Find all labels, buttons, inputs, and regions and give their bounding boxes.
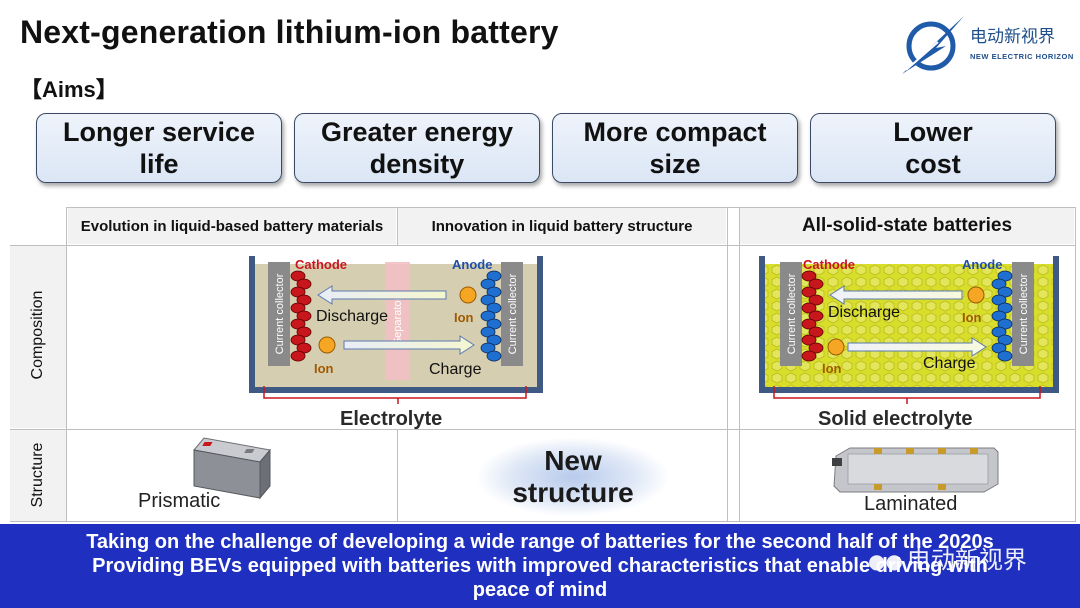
- page-title: Next-generation lithium-ion battery: [20, 14, 559, 50]
- ion-dot: [318, 336, 336, 354]
- logo-icon: [902, 16, 964, 74]
- anode-collector-label: Current collector: [507, 273, 519, 354]
- logo-text-cn: 电动新视界: [970, 27, 1055, 47]
- cathode-collector-label: Current collector: [786, 273, 798, 354]
- aims-heading: 【Aims】: [20, 77, 118, 102]
- aim-text: More compact: [583, 117, 767, 147]
- prismatic-cell-illustration: [193, 437, 271, 500]
- anode-collector-label: Current collector: [1018, 273, 1030, 354]
- grid-line: [397, 430, 398, 522]
- charge-arrow: [343, 335, 475, 355]
- anode-label: Anode: [452, 257, 492, 272]
- aim-text: life: [139, 149, 179, 179]
- electrolyte-label: Electrolyte: [340, 408, 443, 430]
- row-label-composition: Composition: [29, 290, 46, 380]
- cathode-label: Cathode: [295, 257, 347, 272]
- separator-label: Separator: [392, 297, 404, 346]
- banner-line: Providing BEVs equipped with batteries w…: [92, 555, 988, 577]
- grid-line: [739, 207, 740, 522]
- anode-label: Anode: [962, 257, 1002, 272]
- aim-text: Longer service: [62, 117, 256, 147]
- ion-label: Ion: [822, 361, 842, 376]
- wechat-icon: ●●: [868, 549, 903, 573]
- ion-label: Ion: [962, 310, 982, 325]
- logo: 电动新视界 NEW ELECTRIC HORIZON: [898, 12, 1078, 76]
- aim-text: Lower: [893, 117, 973, 147]
- discharge-label: Discharge: [828, 304, 900, 321]
- grid-line: [66, 207, 1076, 208]
- logo-text-en: NEW ELECTRIC HORIZON: [970, 52, 1074, 61]
- prismatic-label: Prismatic: [138, 490, 221, 512]
- aim-text: density: [369, 149, 465, 179]
- aim-text: Greater energy: [320, 117, 514, 147]
- cathode-particles: [290, 270, 312, 362]
- grid-line: [10, 429, 1076, 430]
- anode-current-collector: [1012, 262, 1034, 366]
- banner-line: Taking on the challenge of developing a …: [86, 531, 994, 553]
- ion-dot: [967, 286, 985, 304]
- liquid-battery-diagram: Separator Current collector Current coll…: [249, 256, 543, 404]
- ion-label: Ion: [314, 361, 334, 376]
- anode-particles: [991, 270, 1013, 362]
- cathode-collector-label: Current collector: [274, 273, 286, 354]
- row-label-structure: Structure: [29, 442, 46, 508]
- grid-line: [10, 245, 1076, 246]
- header-all-solid-state: All-solid-state batteries: [740, 208, 1074, 244]
- charge-label: Charge: [923, 355, 976, 372]
- cathode-label: Cathode: [803, 257, 855, 272]
- cathode-particles: [801, 270, 824, 362]
- charge-arrow: [847, 337, 987, 357]
- watermark-text: 电动新视界: [906, 546, 1027, 574]
- new-structure-text: New: [544, 445, 602, 476]
- banner-line: peace of mind: [472, 579, 608, 601]
- grid-line: [727, 207, 728, 522]
- discharge-arrow: [829, 285, 963, 305]
- header-liquid-structure: Innovation in liquid battery structure: [398, 208, 726, 244]
- solid-battery-diagram: Current collector Current collector Cath…: [759, 256, 1059, 404]
- discharge-label: Discharge: [316, 308, 388, 325]
- bottom-banner: Taking on the challenge of developing a …: [0, 524, 1080, 608]
- anode-particles: [480, 270, 502, 362]
- discharge-arrow: [317, 285, 447, 305]
- cathode-current-collector: [780, 262, 802, 366]
- aim-text: size: [649, 149, 701, 179]
- anode-current-collector: [501, 262, 523, 366]
- ion-dot: [459, 286, 477, 304]
- watermark: ●●电动新视界: [868, 540, 1027, 575]
- grid-line: [1075, 207, 1076, 522]
- laminated-cell-illustration: [832, 447, 999, 493]
- ion-dot: [827, 338, 845, 356]
- grid-line: [10, 521, 1076, 522]
- new-structure-text: structure: [512, 477, 634, 508]
- grid-line: [66, 207, 67, 522]
- cell-casing: [249, 256, 543, 393]
- header-liquid-materials: Evolution in liquid-based battery materi…: [68, 208, 396, 244]
- electrolyte-bracket: [263, 386, 527, 399]
- cathode-current-collector: [268, 262, 290, 366]
- cell-casing: [759, 256, 1059, 393]
- separator: [385, 262, 410, 380]
- charge-label: Charge: [429, 361, 482, 378]
- laminated-label: Laminated: [864, 493, 958, 515]
- solid-electrolyte-label: Solid electrolyte: [818, 408, 973, 430]
- row-header-composition: Composition: [10, 246, 66, 428]
- aim-text: cost: [905, 149, 961, 179]
- ion-label: Ion: [454, 310, 474, 325]
- row-header-structure: Structure: [10, 430, 66, 522]
- grid-line: [397, 207, 398, 245]
